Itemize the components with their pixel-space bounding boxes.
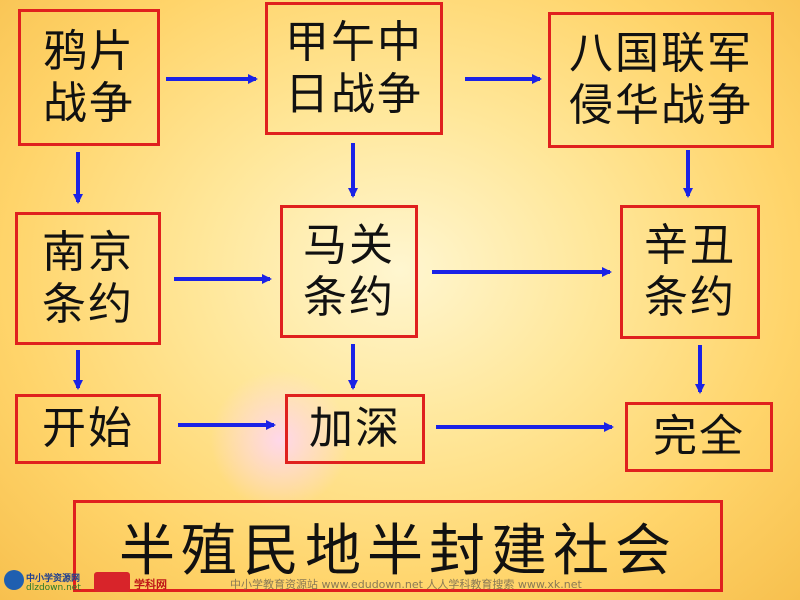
- box-conclusion: 半殖民地半封建社会: [73, 500, 723, 592]
- box-boxer-protocol: 辛丑 条约: [620, 205, 760, 339]
- logo-left-url: dlzdown.net: [26, 583, 81, 593]
- box-opium-war: 鸦片 战争: [18, 9, 160, 146]
- logo-left-title: 中小学资源网: [26, 574, 81, 584]
- box-sino-japanese-war: 甲午中 日战争: [265, 2, 443, 135]
- logo-right-icon: [94, 572, 130, 592]
- footer: 中小学资源网 dlzdown.net 学科网 中小学教育资源站 www.edud…: [0, 568, 800, 600]
- box-begin: 开始: [15, 394, 161, 464]
- box-nanjing-treaty: 南京 条约: [15, 212, 161, 345]
- box-eight-nation-war: 八国联军 侵华战争: [548, 12, 774, 148]
- watermark-text: 中小学教育资源站 www.edudown.net 人人学科教育搜索 www.xk…: [230, 578, 582, 591]
- box-complete: 完全: [625, 402, 773, 472]
- decorative-glow: [210, 370, 350, 510]
- box-shimonoseki-treaty: 马关 条约: [280, 205, 418, 338]
- box-deepen: 加深: [285, 394, 425, 464]
- logo-right-label: 学科网: [134, 578, 167, 591]
- logo-left-icon: [4, 570, 24, 590]
